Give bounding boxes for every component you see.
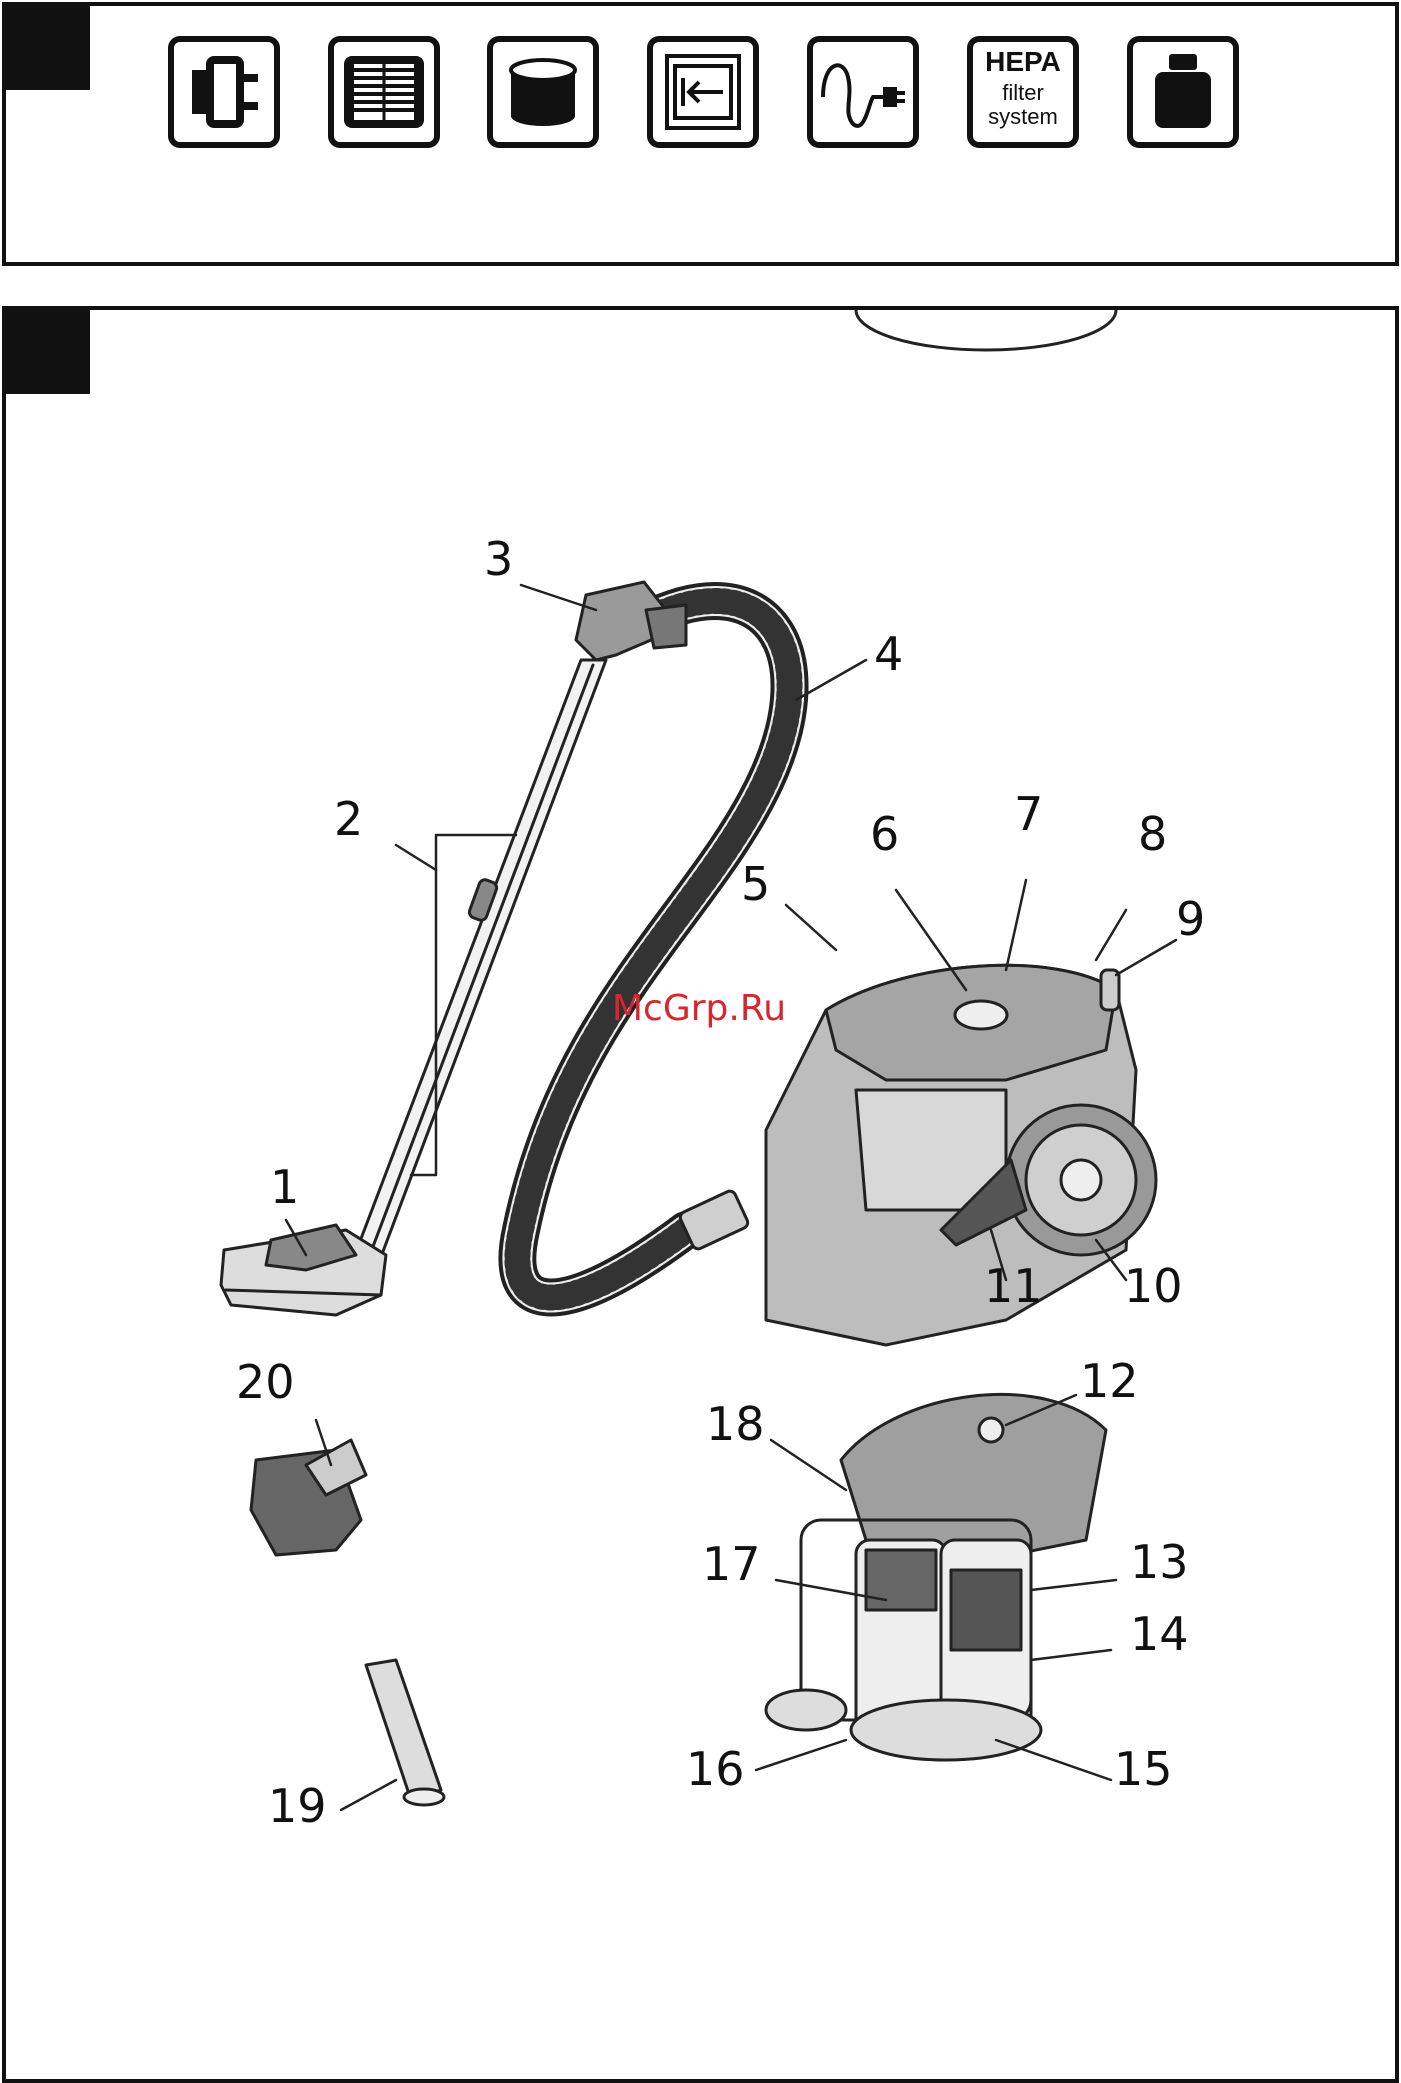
system-text: system — [973, 106, 1073, 128]
hepa-filter-icon: HEPA filter system — [967, 36, 1079, 148]
label-8: 8 — [1138, 807, 1167, 861]
filter-icon — [328, 36, 440, 148]
label-10: 10 — [1124, 1259, 1183, 1313]
label-9: 9 — [1176, 892, 1205, 946]
label-20: 20 — [236, 1355, 295, 1409]
vacuum-parts-diagram: 1 2 3 4 5 6 7 8 9 10 11 12 13 14 15 16 1… — [6, 310, 1399, 2083]
label-3: 3 — [484, 532, 513, 586]
label-11: 11 — [984, 1259, 1043, 1313]
turbo-brush — [251, 1440, 366, 1555]
label-19: 19 — [268, 1779, 327, 1833]
parts-panel: 1 2 3 4 5 6 7 8 9 10 11 12 13 14 15 16 1… — [2, 306, 1399, 2083]
dust-container — [766, 1394, 1106, 1760]
label-7: 7 — [1014, 787, 1043, 841]
label-18: 18 — [706, 1397, 765, 1451]
panel-corner-marker — [6, 6, 90, 90]
label-13: 13 — [1130, 1535, 1189, 1589]
label-2: 2 — [334, 792, 363, 846]
weight-icon — [1127, 36, 1239, 148]
hepa-text: HEPA — [973, 48, 1073, 76]
icons-panel: HEPA filter system — [2, 2, 1399, 266]
crevice-nozzle — [366, 1660, 444, 1805]
label-16: 16 — [686, 1742, 745, 1796]
label-12: 12 — [1080, 1354, 1139, 1408]
tube — [351, 660, 606, 1270]
label-15: 15 — [1114, 1742, 1173, 1796]
vacuum-body — [766, 310, 1156, 1345]
container-icon — [487, 36, 599, 148]
filter-text: filter — [973, 82, 1073, 104]
plug-icon — [168, 36, 280, 148]
label-4: 4 — [874, 627, 903, 681]
power-cord-icon — [807, 36, 919, 148]
cord-rewind-icon — [647, 36, 759, 148]
label-1: 1 — [270, 1160, 299, 1214]
label-6: 6 — [870, 807, 899, 861]
floor-brush — [221, 1225, 386, 1315]
label-17: 17 — [702, 1537, 761, 1591]
hose — [517, 601, 789, 1297]
label-5: 5 — [741, 857, 770, 911]
label-14: 14 — [1130, 1607, 1189, 1661]
watermark-text: McGrp.Ru — [612, 988, 786, 1029]
